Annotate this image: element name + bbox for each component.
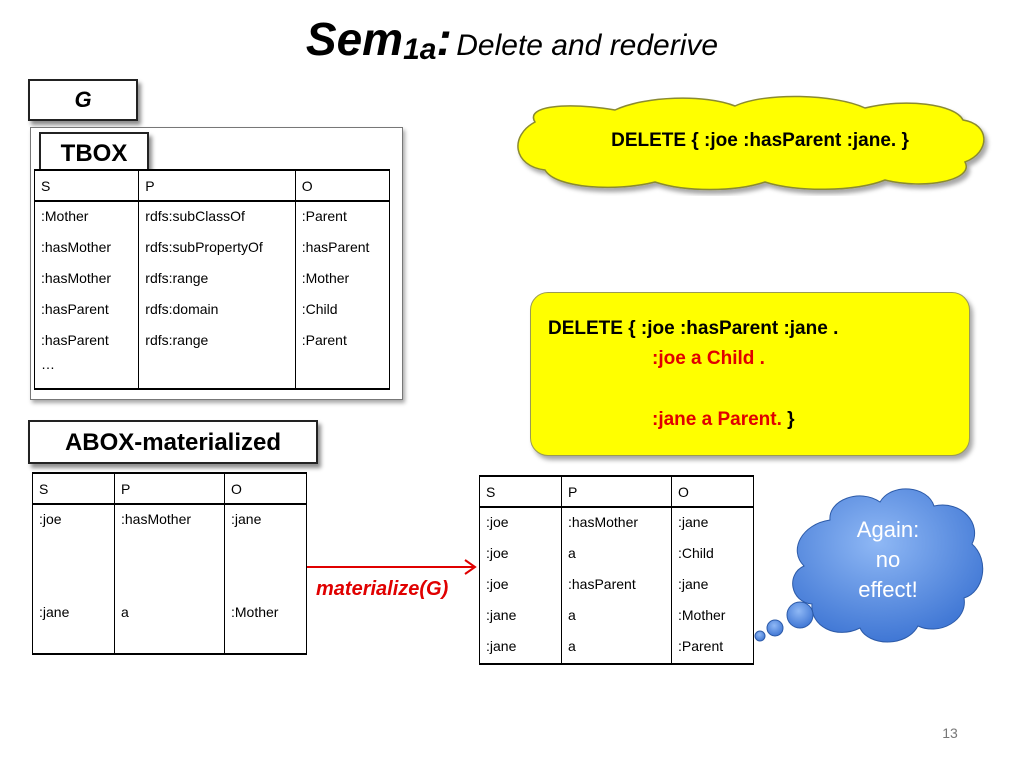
title-rest: Delete and rederive (456, 29, 719, 62)
cell: :Mother (671, 601, 754, 632)
cell: rdfs:subClassOf (138, 201, 296, 233)
materialize-arrow (307, 559, 477, 575)
page-number: 13 (942, 725, 958, 741)
thought-cloud-shape (754, 488, 984, 643)
thought-text: Again: no effect! (838, 515, 938, 605)
cell: a (561, 632, 672, 665)
header-p: P (114, 472, 225, 505)
table-header-row: S P O (33, 169, 391, 202)
cell: :jane (671, 570, 754, 601)
table-row: :joe:hasMother:jane (32, 504, 307, 598)
delete-line3-red: :jane a Parent. (652, 409, 782, 430)
table-row-ellipsis: … (33, 357, 391, 390)
ellipsis-cell: … (33, 357, 140, 390)
cell: :joe (32, 504, 115, 598)
title-main: Sem (305, 13, 404, 65)
table-row: :joe:hasParent:jane (479, 570, 754, 601)
header-o: O (294, 169, 391, 202)
cell: :hasMother (561, 507, 672, 539)
cell: :Mother (224, 598, 307, 655)
cell: :hasParent (33, 326, 140, 357)
header-s: S (479, 475, 562, 508)
delete-line1: DELETE { :joe :hasParent :jane . (548, 318, 839, 339)
cell: :Child (671, 539, 754, 570)
header-p: P (138, 169, 296, 202)
cell: :Parent (294, 201, 391, 233)
title-subscript: 1a (403, 33, 437, 67)
abox-label: ABOX-materialized (28, 420, 318, 464)
cell: :hasMother (33, 233, 140, 264)
header-s: S (32, 472, 115, 505)
thought-line3: effect! (858, 577, 918, 602)
cell: :hasMother (114, 504, 225, 598)
cell: :Parent (294, 326, 391, 357)
cell (138, 357, 296, 390)
thought-line2: no (875, 547, 901, 572)
cell: :jane (479, 601, 562, 632)
cell: :jane (671, 507, 754, 539)
slide-title: Sem1a: Delete and rederive (0, 12, 1024, 67)
cell: :joe (479, 539, 562, 570)
cell: a (561, 601, 672, 632)
cell: rdfs:subPropertyOf (138, 233, 296, 264)
delete-bubble-text: DELETE { :joe :hasParent :jane. } (611, 130, 909, 151)
tbox-label: TBOX (39, 132, 149, 174)
cell: :joe (479, 570, 562, 601)
table-row: :joe:hasMother:jane (479, 507, 754, 539)
cell: :hasMother (33, 264, 140, 295)
cell: rdfs:range (138, 264, 296, 295)
cell: rdfs:range (138, 326, 296, 357)
cell: a (561, 539, 672, 570)
table-header-row: S P O (479, 475, 754, 508)
cell: :jane (32, 598, 115, 655)
g-label: G (28, 79, 138, 121)
cell: :Mother (33, 201, 140, 233)
cell: :jane (479, 632, 562, 665)
header-o: O (224, 472, 307, 505)
delete-line3: :jane a Parent. } (652, 409, 795, 431)
header-s: S (33, 169, 140, 202)
cell: a (114, 598, 225, 655)
title-colon: : (436, 13, 452, 65)
cell: :joe (479, 507, 562, 539)
cell: :Parent (671, 632, 754, 665)
delete-cloud-shape (517, 95, 985, 191)
delete-line2: :joe a Child . (652, 348, 765, 369)
header-o: O (671, 475, 754, 508)
cell: :Child (294, 295, 391, 326)
cell: :hasParent (33, 295, 140, 326)
cell: :hasParent (561, 570, 672, 601)
header-p: P (561, 475, 672, 508)
cell: :hasParent (294, 233, 391, 264)
cell: rdfs:domain (138, 295, 296, 326)
cell: :Mother (294, 264, 391, 295)
delete-rederive-box (530, 292, 970, 456)
thought-line1: Again: (856, 517, 920, 542)
materialize-label: materialize(G) (316, 578, 449, 600)
cell: :jane (224, 504, 307, 598)
cell (294, 357, 391, 390)
table-header-row: S P O (32, 472, 307, 505)
delete-line3-close: } (787, 409, 795, 430)
